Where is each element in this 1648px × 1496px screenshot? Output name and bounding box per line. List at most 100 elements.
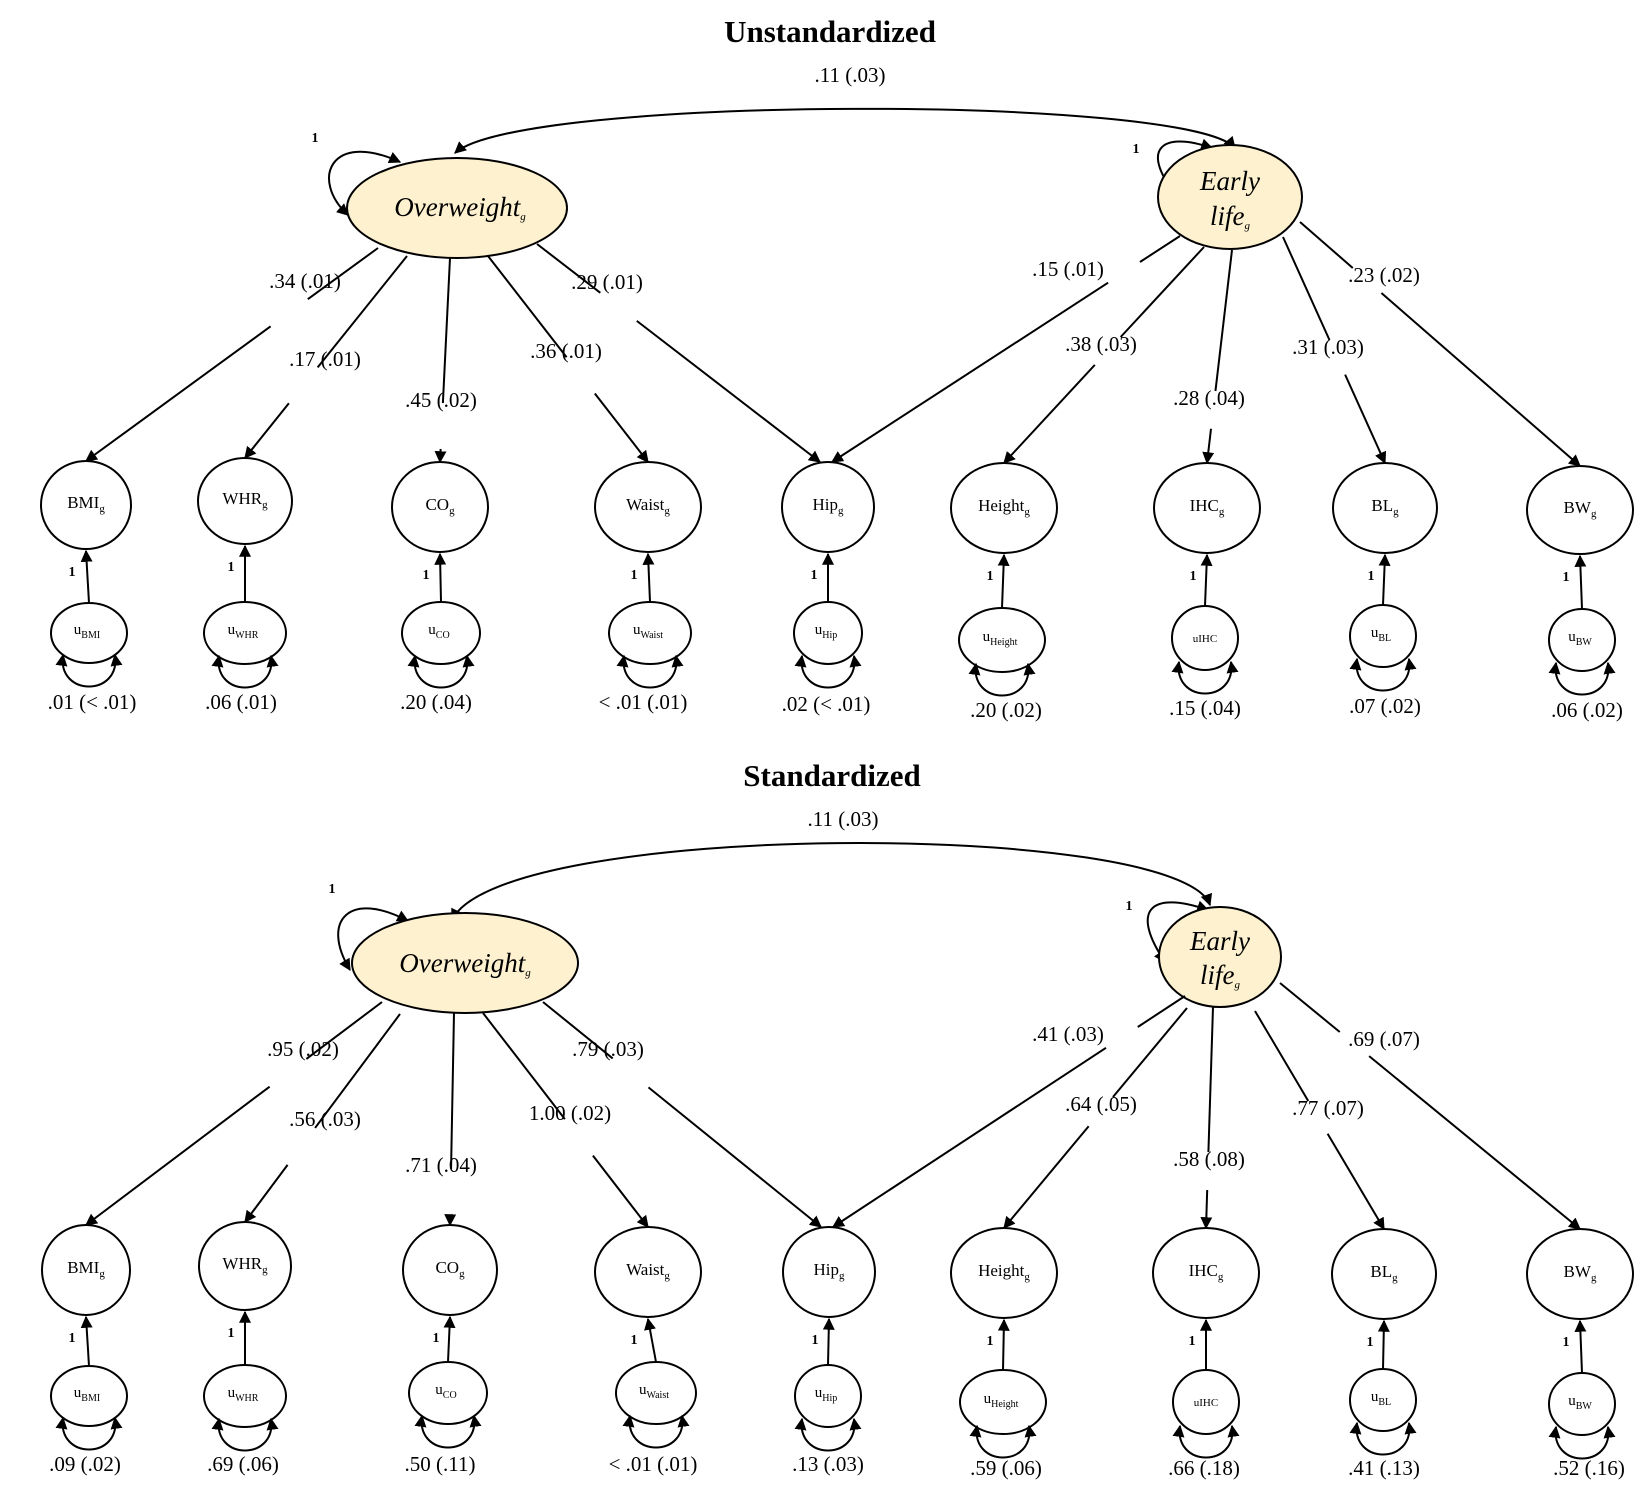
whr-residual-loop [211, 1417, 279, 1452]
whr-error-label: uWHR [228, 622, 259, 641]
whr-fixed-label: 1 [228, 560, 235, 575]
panel-title: Unstandardized [724, 14, 936, 49]
bmi-error-u: u [74, 1385, 82, 1401]
bl-residual-loop [1349, 1421, 1417, 1456]
whr-overweight-loading-label: .56 (.03) [289, 1107, 361, 1131]
co-error-label: uCO [428, 622, 449, 641]
early-life-latent [1158, 906, 1282, 1008]
early-life-variance-label: 1 [1126, 899, 1133, 914]
bw-error-label: uBW [1568, 1393, 1592, 1412]
hip-error-path [822, 1317, 835, 1366]
height-error-label: uHeight [983, 629, 1018, 648]
overweight-label: Overweightg [399, 948, 531, 979]
whr-indicator-label: WHRg [222, 489, 268, 511]
bmi-indicator-label: BMIg [67, 1258, 105, 1280]
whr-error-u: u [228, 622, 236, 638]
bmi-overweight-loading-path [85, 1085, 271, 1226]
co-overweight-loading-path [434, 448, 447, 464]
waist-error-u: u [639, 1382, 647, 1398]
height-error-sub: Height [990, 637, 1017, 648]
overweight-label-sub: g [525, 967, 531, 979]
height-residual-loop [969, 1424, 1037, 1459]
hip-error-u: u [815, 1385, 823, 1401]
covariance-label: .11 (.03) [808, 807, 879, 831]
bmi-indicator-label-main: BMI [67, 493, 99, 512]
early-life-label-line2: lifeg [1210, 201, 1251, 232]
waist-overweight-loading-label: .36 (.01) [530, 339, 602, 363]
hip-overweight-loading-path [636, 320, 821, 463]
hip-overweight-loading-path-a [542, 1001, 614, 1060]
height-indicator-label-main: Height [978, 496, 1025, 515]
whr-indicator-label: WHRg [222, 1254, 268, 1276]
co-error-path [443, 1315, 456, 1363]
waist-residual-label: < .01 (.01) [609, 1452, 698, 1476]
overweight-label-sub: g [520, 211, 526, 223]
ihc-early-life-loading-path [1202, 428, 1215, 465]
ihc-residual-label: .66 (.18) [1168, 1456, 1240, 1480]
height-indicator-label-sub: g [1024, 506, 1030, 518]
bmi-residual-loop [55, 1416, 123, 1451]
bmi-fixed-label: 1 [69, 1331, 76, 1346]
waist-residual-loop [622, 1414, 690, 1449]
hip-indicator-label-main: Hip [814, 1260, 840, 1279]
hip-indicator-label-main: Hip [813, 495, 839, 514]
height-error-path [997, 1318, 1010, 1371]
bw-residual-loop [1548, 1425, 1616, 1460]
early-life-latent [1157, 144, 1303, 250]
waist-overweight-loading-path-a [482, 1012, 566, 1120]
co-overweight-loading-path-a [441, 257, 451, 404]
whr-residual-loop [211, 654, 279, 689]
height-indicator-label-main: Height [978, 1261, 1025, 1280]
bw-early-life-loading-path [1380, 292, 1581, 467]
height-indicator-label: Heightg [978, 496, 1030, 518]
hip-error-sub: Hip [822, 630, 837, 641]
whr-residual-label: .06 (.01) [205, 690, 277, 714]
bl-fixed-label: 1 [1368, 569, 1375, 584]
covariance-label: .11 (.03) [815, 63, 886, 87]
whr-residual-label: .69 (.06) [207, 1452, 279, 1476]
hip-early-life-loading-path [830, 281, 1109, 463]
height-early-life-loading-path [1003, 364, 1096, 464]
waist-residual-loop [616, 654, 684, 689]
bw-indicator-label: BWg [1564, 1262, 1597, 1284]
ihc-early-life-loading-path-a [1207, 1006, 1214, 1153]
co-overweight-loading-label: .45 (.02) [405, 388, 477, 412]
bw-error-sub: BW [1576, 637, 1593, 648]
bw-early-life-loading-path-a [1279, 982, 1341, 1033]
bw-error-path [1574, 1319, 1587, 1374]
bw-early-life-loading-path [1368, 1055, 1581, 1230]
whr-error-label: uWHR [228, 1385, 259, 1404]
whr-overweight-loading-label: .17 (.01) [289, 347, 361, 371]
overweight-label-main: Overweight [394, 192, 521, 222]
bw-error-sub: BW [1576, 1401, 1593, 1412]
bmi-residual-label: .01 (< .01) [48, 690, 137, 714]
overweight-variance-label: 1 [329, 882, 336, 897]
hip-early-life-loading-path [831, 1047, 1107, 1228]
ihc-early-life-loading-label: .58 (.08) [1173, 1147, 1245, 1171]
hip-overweight-loading-path [647, 1086, 822, 1228]
bmi-overweight-loading-path [85, 325, 272, 462]
co-indicator-label: COg [435, 1258, 465, 1280]
bw-indicator-label-main: BW [1564, 498, 1592, 517]
bw-residual-label: .52 (.16) [1553, 1456, 1625, 1480]
ihc-early-life-loading-path [1200, 1189, 1213, 1230]
bmi-residual-label: .09 (.02) [49, 1452, 121, 1476]
whr-indicator-label-sub: g [262, 499, 268, 511]
waist-error-label: uWaist [639, 1382, 669, 1401]
early-life-variance-loop [1146, 900, 1210, 963]
bl-indicator-label-sub: g [1392, 1272, 1398, 1284]
bw-early-life-loading-label: .69 (.07) [1348, 1027, 1420, 1051]
ihc-indicator-label-sub: g [1218, 1271, 1224, 1283]
overweight-variance-label: 1 [312, 131, 319, 146]
unstandardized-panel: Unstandardized.11 (.03)1Overweightg1Earl… [40, 14, 1634, 722]
co-fixed-label: 1 [433, 1331, 440, 1346]
bl-residual-loop [1349, 657, 1417, 692]
panel-title: Standardized [743, 758, 920, 793]
bl-indicator-label-sub: g [1393, 506, 1399, 518]
co-error-label: uCO [435, 1382, 456, 1401]
bl-early-life-loading-path [1326, 1133, 1385, 1231]
bw-error-u: u [1568, 1393, 1576, 1409]
height-error-path [997, 553, 1010, 609]
hip-indicator [782, 1226, 876, 1318]
height-error-u: u [984, 1391, 992, 1407]
